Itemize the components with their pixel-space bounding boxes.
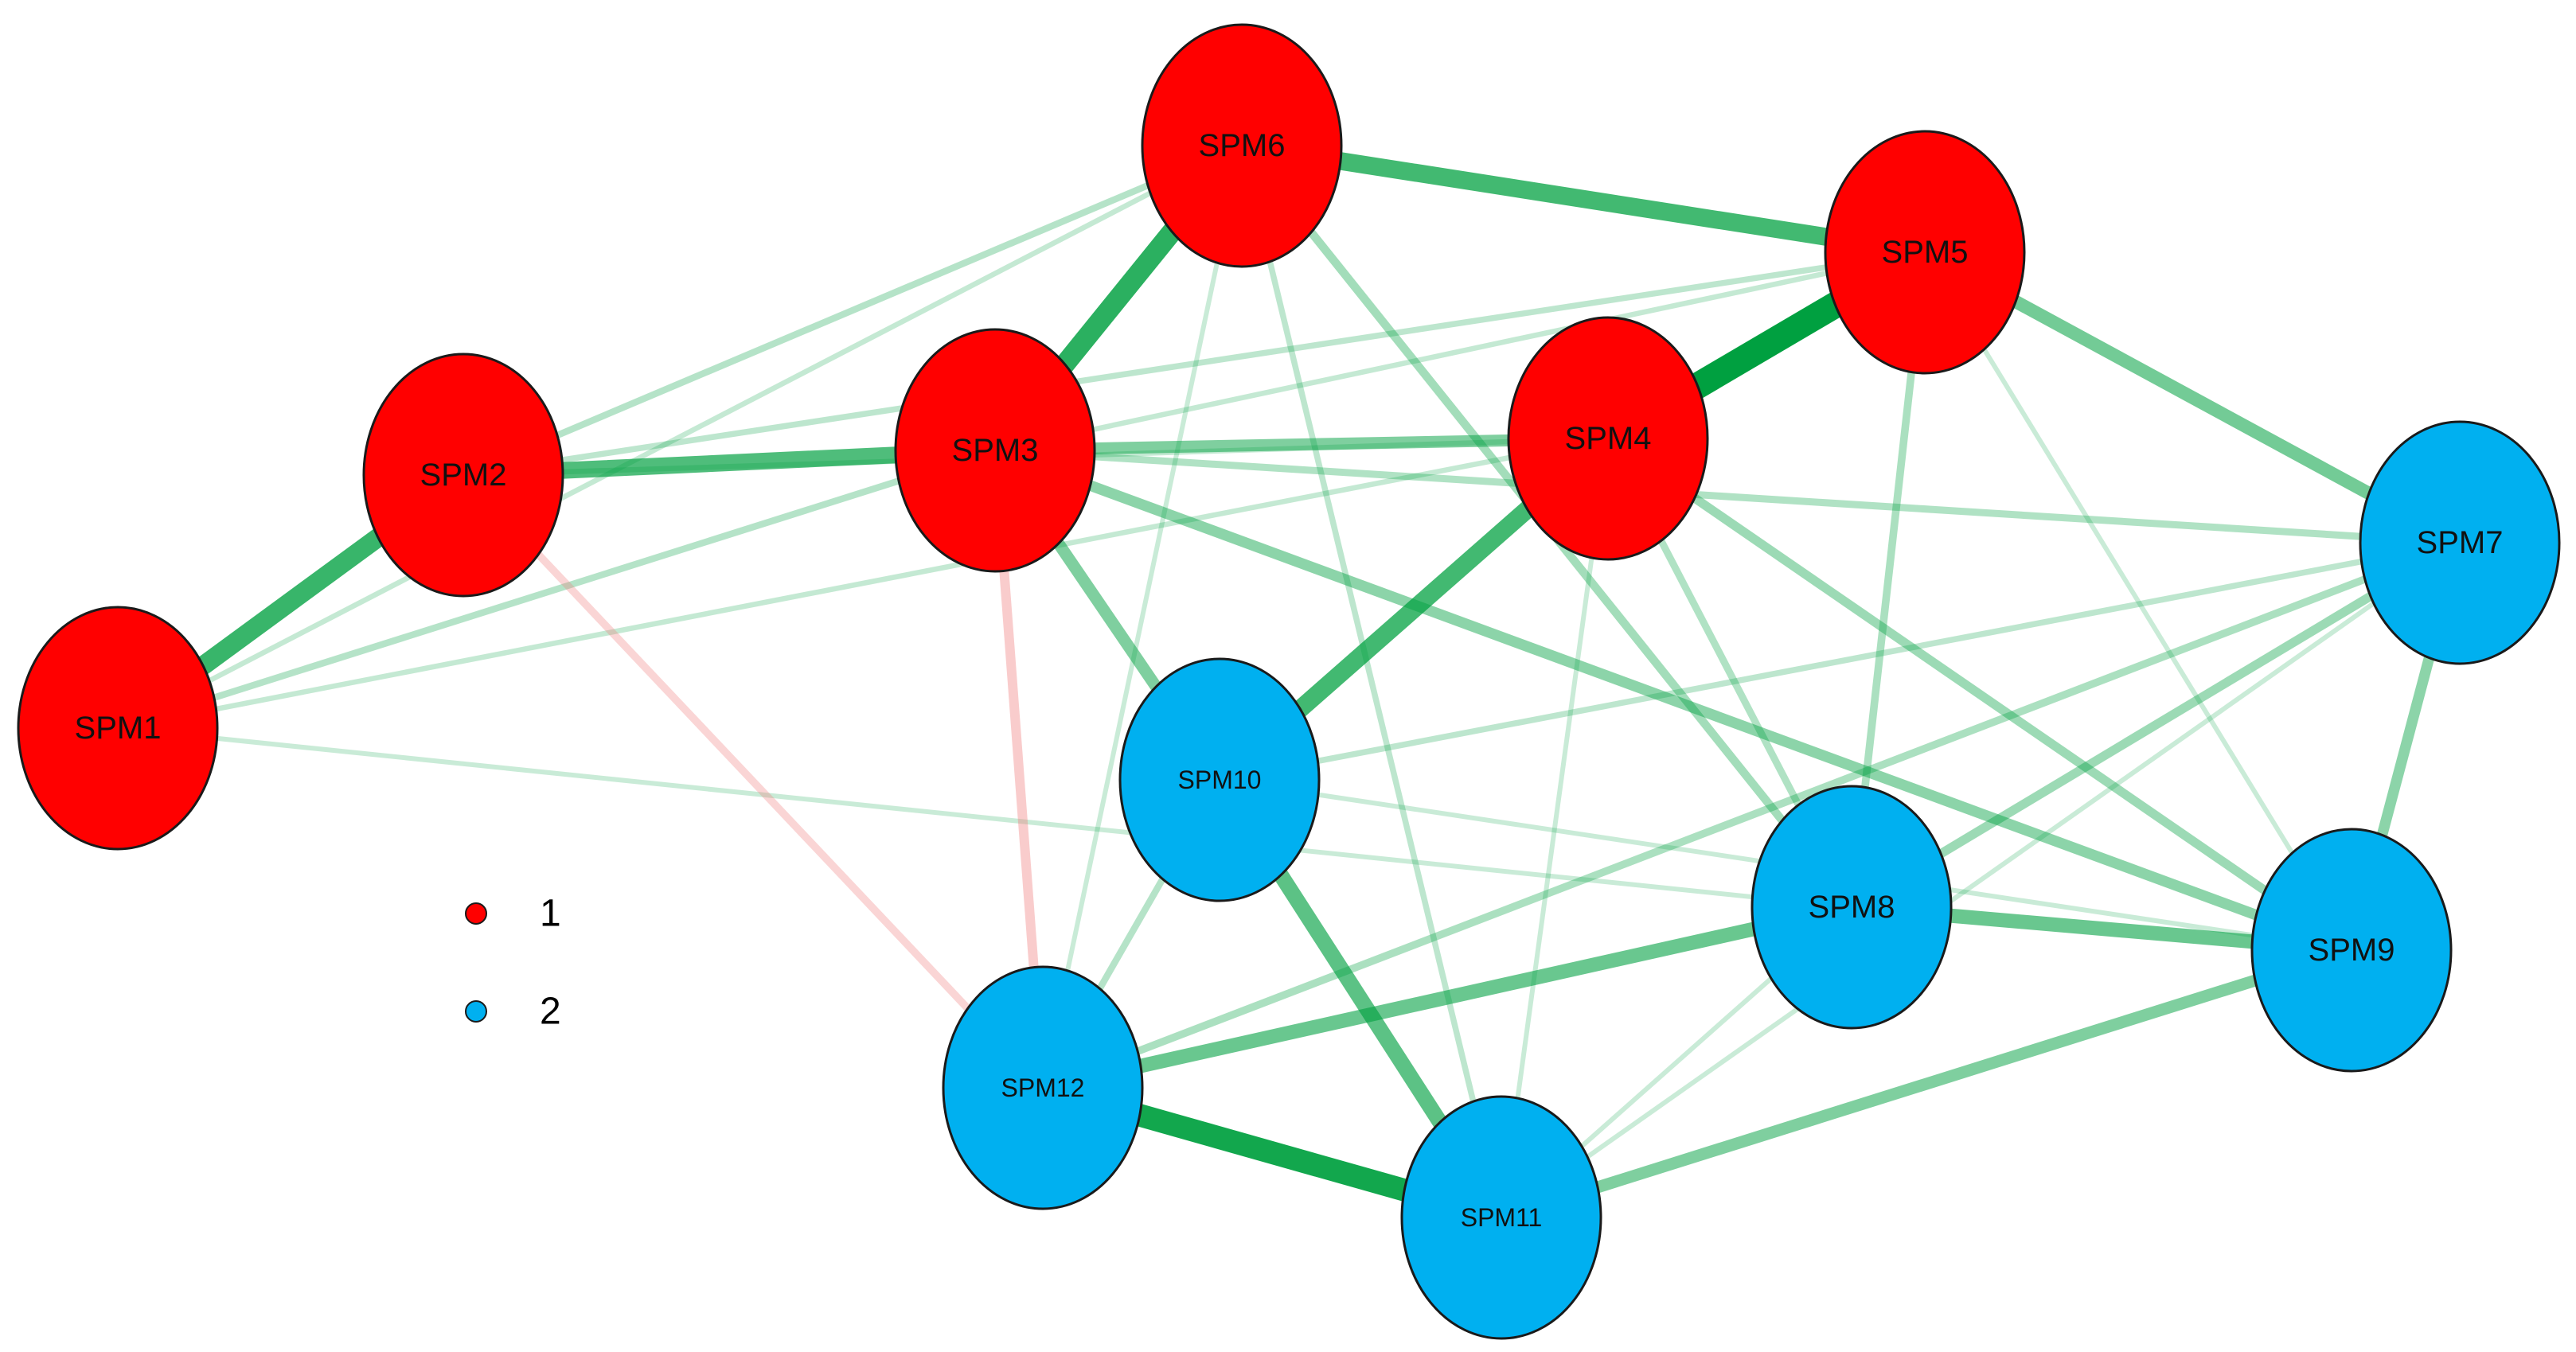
node-spm12: SPM12 [942,965,1144,1210]
edge-spm10-spm7 [1216,540,2463,783]
node-spm5: SPM5 [1824,130,2026,375]
node-spm8-label: SPM8 [1809,890,1895,925]
node-spm2-circle [362,353,564,598]
node-spm1-label: SPM1 [75,711,162,746]
edge-spm12-spm8 [1036,900,1859,1095]
legend-marker-1 [465,902,487,925]
edge-spm12-spm7 [1039,539,2464,1092]
edge-spm2-spm12 [459,471,1047,1092]
node-spm4-label: SPM4 [1565,421,1652,456]
edge-spm4-spm11 [1499,436,1610,1220]
node-spm6-circle [1141,23,1343,268]
edge-spm6-spm12 [1040,143,1244,1090]
node-spm2-label: SPM2 [420,458,507,493]
edge-spm11-spm9 [1495,944,2358,1224]
legend-label-1: 1 [540,893,561,935]
node-spm11-label: SPM11 [1461,1203,1543,1232]
node-spm11-circle [1400,1095,1602,1340]
edge-spm1-spm8 [115,726,1854,910]
node-spm10: SPM10 [1118,657,1321,902]
node-spm7-label: SPM7 [2417,525,2504,560]
node-spm3-label: SPM3 [952,433,1039,468]
edge-spm2-spm5 [460,249,1928,478]
edges-layer [108,135,2467,1229]
node-spm9: SPM9 [2250,828,2453,1073]
node-spm4: SPM4 [1507,316,1709,561]
edge-spm3-spm4 [989,432,1614,457]
node-spm11: SPM11 [1400,1095,1602,1340]
node-spm5-label: SPM5 [1882,235,1969,270]
edge-spm1-spm3 [114,446,999,732]
node-spm1-circle [17,606,219,851]
edge-spm3-spm5 [992,249,1928,454]
node-spm12-circle [942,965,1144,1210]
edge-spm6-spm11 [1239,142,1505,1221]
legend-marker-2 [465,1000,487,1023]
edge-spm6-spm5 [1232,136,1934,262]
node-spm9-circle [2250,828,2453,1073]
legend-label-2: 2 [540,991,561,1033]
node-spm4-circle [1507,316,1709,561]
node-spm12-label: SPM12 [1001,1073,1085,1102]
edge-spm2-spm6 [459,142,1246,479]
edge-spm3-spm7 [991,446,2464,547]
node-spm7-circle [2359,420,2561,665]
node-spm6-label: SPM6 [1199,128,1286,163]
node-spm10-label: SPM10 [1178,766,1262,794]
node-spm7: SPM7 [2359,420,2561,665]
node-spm6: SPM6 [1141,23,1343,268]
edge-spm8-spm7 [1847,538,2465,912]
node-spm10-circle [1118,657,1321,902]
node-spm1: SPM1 [17,606,219,851]
node-spm2: SPM2 [362,353,564,598]
edge-spm11-spm7 [1499,540,2462,1220]
node-spm9-label: SPM9 [2309,933,2395,968]
edge-spm5-spm9 [1922,250,2354,953]
edge-spm4-spm9 [1603,434,2356,955]
node-spm3: SPM3 [894,328,1096,573]
legend: 12 [465,893,561,1033]
edge-spm3-spm9 [989,445,2357,956]
edge-spm1-spm6 [115,142,1245,731]
node-spm8-circle [1751,785,1953,1030]
edge-spm1-spm4 [115,435,1611,731]
node-spm8: SPM8 [1751,785,1953,1030]
node-spm5-circle [1824,130,2026,375]
node-spm3-circle [894,328,1096,573]
